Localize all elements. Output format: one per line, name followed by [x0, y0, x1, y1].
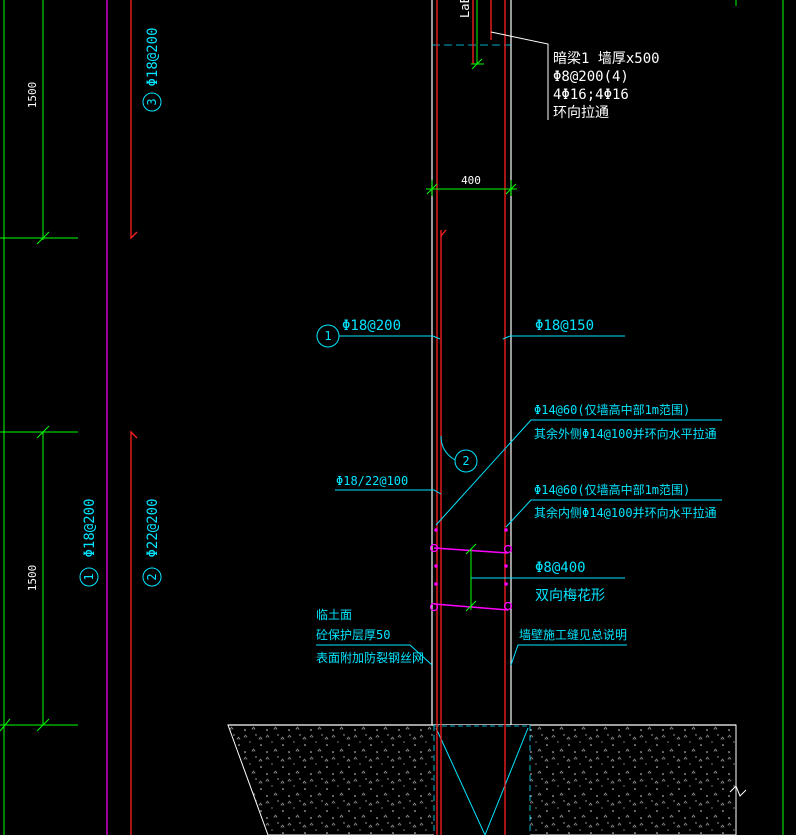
bar-2-spec-left: Φ22@200	[145, 498, 161, 557]
wall-outline	[431, 0, 512, 725]
upper-span-dimension: 1500	[26, 82, 39, 109]
bar-1-callout: 1	[316, 324, 441, 348]
bar-3-marker: 3	[142, 92, 162, 112]
beam-label-line1: 暗梁1 墙厚x500	[553, 51, 660, 67]
footing-void	[433, 725, 531, 835]
svg-text:2: 2	[462, 454, 469, 468]
lower-span-dimension: 1500	[26, 565, 39, 592]
soil-side-line3: 表面附加防裂钢丝网	[316, 650, 424, 665]
outer-horiz-line2: 其余外侧Φ14@100并环向水平拉通	[534, 426, 717, 441]
bar-2-spec: Φ18/22@100	[336, 474, 408, 488]
beam-leader	[490, 31, 549, 120]
bar-2-callout: 2	[440, 435, 478, 473]
outer-horiz-leader	[435, 419, 722, 526]
left-upper-rebar	[130, 0, 138, 240]
outer-horiz-line1: Φ14@60(仅墙高中部1m范围)	[534, 402, 690, 417]
bar-3-spec: Φ18@200	[145, 27, 161, 86]
tie-bar-spec: Φ8@400	[535, 560, 586, 576]
wall-rebar	[436, 0, 506, 835]
right-frame	[735, 0, 784, 835]
bar-2-marker-left: 2	[142, 567, 162, 587]
soil-side-line1: 临土面	[316, 608, 352, 622]
soil-side-line2: 砼保护层厚50	[316, 628, 390, 642]
svg-text:1: 1	[324, 329, 331, 343]
tie-bar-detail	[429, 528, 625, 612]
left-dimension-chain	[0, 0, 78, 835]
anchorage-marker	[471, 0, 484, 70]
inner-horiz-leader	[505, 499, 722, 528]
inner-horiz-line2: 其余内侧Φ14@100并环向水平拉通	[534, 505, 717, 520]
soil-side-leader	[316, 644, 433, 666]
lae-label: LaE	[458, 0, 472, 18]
bar-1-spec-left: Φ18@200	[82, 498, 98, 557]
wall-thickness-value: 400	[461, 174, 481, 187]
beam-label-line2: Φ8@200(4)	[553, 69, 629, 85]
left-lower-rebar	[130, 430, 138, 835]
break-symbol	[729, 785, 747, 797]
beam-label-line3: 4Φ16;4Φ16	[553, 87, 629, 103]
beam-label-line4: 环向拉通	[553, 105, 609, 121]
inner-horiz-line1: Φ14@60(仅墙高中部1m范围)	[534, 482, 690, 497]
bar-2-spec-leader	[335, 489, 442, 495]
wall-thickness-dimension	[426, 180, 517, 196]
lae-label-box	[456, 0, 472, 20]
inner-bar-leader	[502, 335, 625, 340]
svg-text:3: 3	[145, 98, 159, 105]
inner-bar-spec: Φ18@150	[535, 318, 594, 334]
svg-text:1: 1	[82, 573, 96, 580]
construction-note: 墙壁施工缝见总说明	[519, 627, 627, 642]
bar-1-spec: Φ18@200	[342, 318, 401, 334]
bar-1-marker-left: 1	[79, 567, 99, 587]
tie-bar-pattern: 双向梅花形	[535, 588, 605, 604]
svg-text:2: 2	[145, 573, 159, 580]
construction-note-leader	[510, 644, 627, 666]
